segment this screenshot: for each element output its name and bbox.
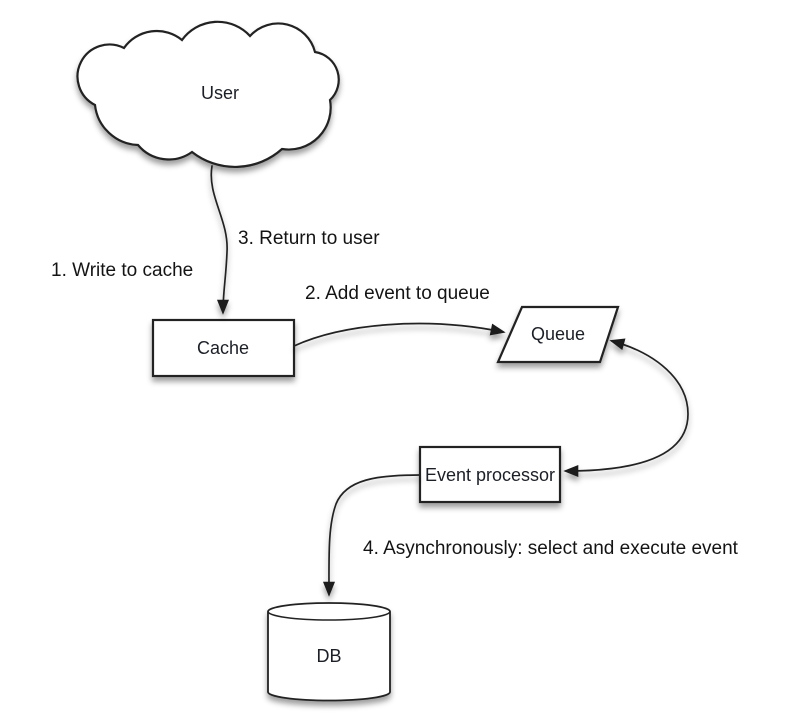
- event-processor-box: [418, 445, 562, 504]
- arrow-event-processor-to-db: [322, 474, 421, 597]
- arrow-user-to-cache: [210, 165, 230, 315]
- cache-label: Cache: [197, 338, 249, 358]
- event-processor-label: Event processor: [425, 465, 555, 485]
- arrow-cache-to-queue: [293, 322, 506, 347]
- arrow-queue-event-processor: [563, 338, 689, 477]
- queue-label: Queue: [531, 324, 585, 344]
- db-cylinder: [267, 602, 391, 702]
- label-step-4-asynchronously: 4. Asynchronously: select and execute ev…: [363, 538, 739, 559]
- label-step-2-add-event-to-queue: 2. Add event to queue: [305, 283, 490, 304]
- label-step-1-write-to-cache: 1. Write to cache: [51, 260, 193, 281]
- user-cloud-shape: [76, 20, 340, 169]
- db-label: DB: [316, 646, 341, 666]
- db-cylinder-lid: [267, 611, 391, 621]
- label-step-3-return-to-user: 3. Return to user: [238, 228, 380, 249]
- cache-box: [151, 318, 296, 378]
- user-label: User: [201, 83, 239, 103]
